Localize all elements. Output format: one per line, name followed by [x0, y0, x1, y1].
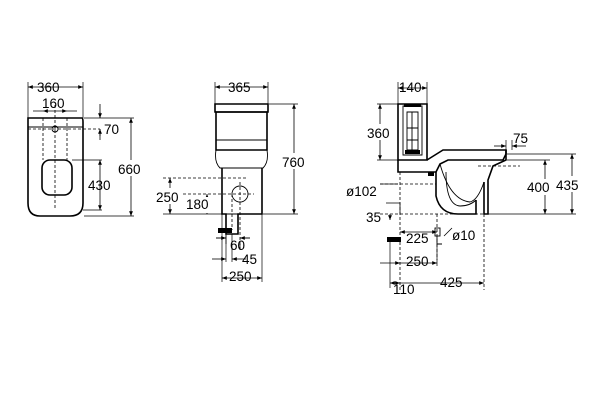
dim-label-length: 660: [118, 162, 141, 177]
dim-label-250-bottom: 250: [229, 269, 252, 284]
dim-label-width: 360: [37, 80, 60, 95]
dim-label-75: 75: [513, 131, 528, 146]
outlet-stub: [218, 228, 232, 233]
dim-label-225: 225: [406, 231, 429, 246]
dim-label-140: 140: [399, 80, 422, 95]
dim-label-tank-width: 365: [228, 80, 251, 95]
dim-label-435: 435: [556, 178, 579, 193]
dim-label-425: 425: [440, 275, 463, 290]
dim-label-outlet-spacing: 160: [42, 96, 65, 111]
profile-view: 140 360 75 ø102 400 435 35 225 ø10: [346, 80, 585, 297]
top-view: 360 160 70 430 660: [27, 80, 145, 217]
outlet-stub: [387, 237, 401, 242]
dim-label-inlet-height: 250: [156, 190, 179, 205]
dim-label-110: 110: [393, 282, 415, 297]
dim-label-60: 60: [230, 238, 245, 253]
dim-label-seat-height: 430: [88, 178, 111, 193]
seat-opening: [41, 159, 73, 196]
dim-label-250: 250: [406, 254, 429, 269]
dim-label-inlet-offset: 180: [186, 197, 209, 212]
dim-label-400: 400: [527, 180, 550, 195]
side-view: 365 760 250 180 60 45 250: [155, 80, 309, 284]
dim-label-360: 360: [367, 126, 390, 141]
trap: [435, 172, 477, 215]
bowl-profile: [397, 149, 507, 173]
tank-body: [215, 111, 268, 151]
dim-label-diameter-10: ø10: [452, 228, 475, 243]
dim-label-35: 35: [366, 210, 381, 225]
dim-label-total-height: 760: [282, 155, 305, 170]
dim-label-top-offset: 70: [104, 122, 119, 137]
dim-label-45: 45: [242, 252, 257, 267]
tank-lid: [214, 103, 269, 113]
bowl-outline: [27, 117, 84, 217]
dim-label-diameter-102: ø102: [346, 184, 377, 199]
